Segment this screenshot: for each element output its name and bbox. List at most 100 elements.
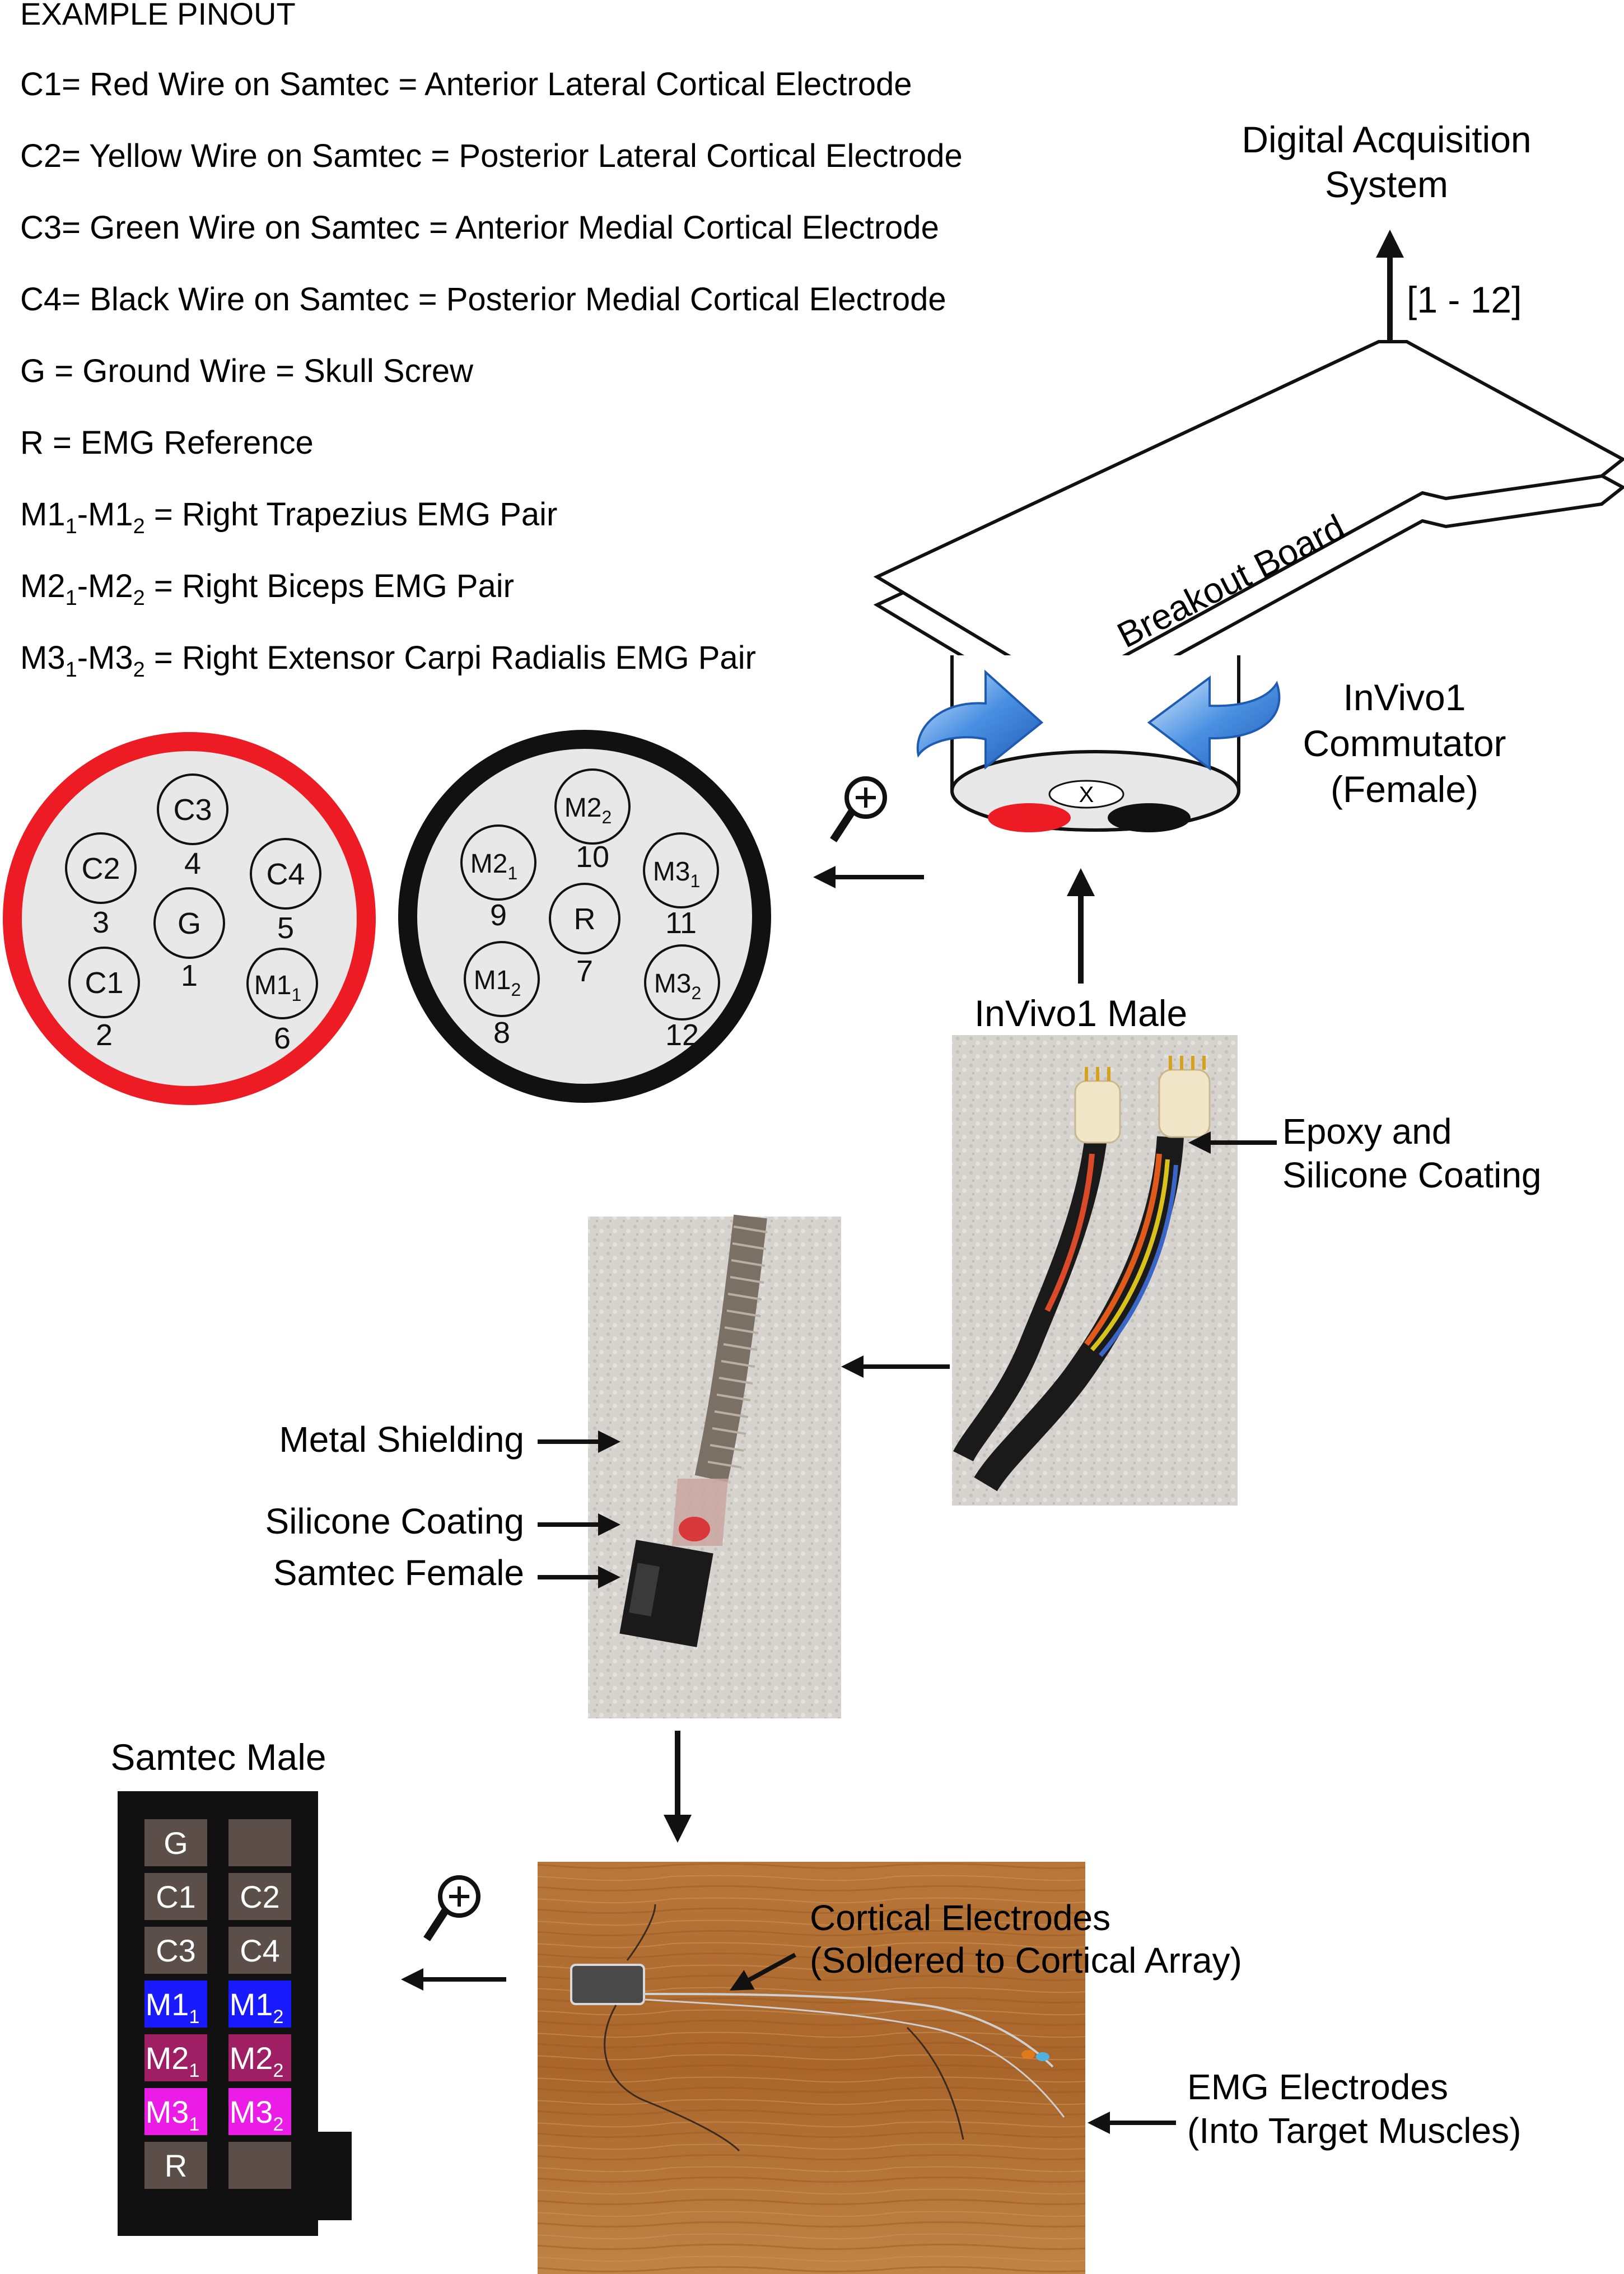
commutator-mark: X <box>1079 782 1094 807</box>
curved-blue-arrow-icon <box>1147 675 1281 771</box>
pin-number: 11 <box>665 906 697 940</box>
commutator-label-line1: InVivo1 <box>1343 677 1466 718</box>
samtec-pin-label: C1 <box>156 1879 196 1914</box>
epoxy-label-line2: Silicone Coating <box>1282 1155 1542 1195</box>
pin-label: M11 <box>254 971 301 1005</box>
pin-subscript: 2 <box>133 658 145 682</box>
pin-label: C1 <box>85 966 123 1000</box>
pinout-legend: EXAMPLE PINOUT C1= Red Wire on Samtec = … <box>20 0 963 682</box>
samtec-female-label: Samtec Female <box>273 1553 524 1593</box>
samtec-pin <box>228 1981 291 2028</box>
samtec-pin <box>228 1927 291 1974</box>
samtec-pin <box>228 2142 291 2189</box>
pin-label: M32 <box>654 969 701 1003</box>
pin-c4 <box>250 838 321 910</box>
commutator: X <box>950 655 1240 832</box>
samtec-male-label: Samtec Male <box>110 1736 326 1778</box>
pin-label: M3 <box>20 640 66 676</box>
samtec-pin-label: M21 <box>146 2040 200 2081</box>
pin-description: = Right Biceps EMG Pair <box>145 568 514 604</box>
pin-number: 4 <box>184 847 201 880</box>
black-port <box>1108 803 1191 832</box>
pin-m1-2 <box>464 941 540 1017</box>
samtec-pin <box>228 1819 291 1866</box>
pin-number: 1 <box>181 959 198 992</box>
connector-black: M22 10 M21 9 M31 11 R 7 M12 8 M32 12 <box>398 730 771 1103</box>
samtec-pin <box>228 2034 291 2081</box>
pin-subscript: 1 <box>66 658 77 682</box>
pin-m1-1 <box>246 948 318 1019</box>
pin-c1 <box>68 947 140 1018</box>
pin-subscript: 2 <box>133 515 145 538</box>
samtec-pin <box>144 2088 207 2135</box>
samtec-pin-label: M31 <box>146 2094 200 2135</box>
pin-label: C3 <box>173 793 212 827</box>
pin-label: G <box>178 907 201 940</box>
pinout-line-c1: C1= Red Wire on Samtec = Anterior Latera… <box>20 66 912 102</box>
pinout-line-c4: C4= Black Wire on Samtec = Posterior Med… <box>20 281 946 318</box>
samtec-pin-label: M11 <box>146 1987 200 2028</box>
daq-label-line1: Digital Acquisition <box>1242 119 1531 160</box>
pinout-heading: EXAMPLE PINOUT <box>20 0 296 31</box>
pin-number: 10 <box>576 840 609 874</box>
pinout-line-reference: R = EMG Reference <box>20 425 314 461</box>
pin-m2-2 <box>554 768 631 845</box>
pin-description: = Right Extensor Carpi Radialis EMG Pair <box>145 640 756 676</box>
cortical-label-line2: (Soldered to Cortical Array) <box>810 1940 1242 1981</box>
pin-g <box>153 887 225 959</box>
samtec-pin <box>144 1873 207 1920</box>
pin-number: 12 <box>665 1018 699 1052</box>
pinout-line-ground: G = Ground Wire = Skull Screw <box>20 353 474 389</box>
pinout-line-m1: M11-M12 = Right Trapezius EMG Pair <box>20 496 557 538</box>
pin-c2 <box>65 832 137 904</box>
pin-number: 7 <box>576 954 593 988</box>
pin-number: 6 <box>274 1022 291 1055</box>
magnifier-zoom-icon <box>423 1875 480 1941</box>
pinout-line-m2: M21-M22 = Right Biceps EMG Pair <box>20 568 514 610</box>
emg-label-line1: EMG Electrodes <box>1187 2067 1448 2107</box>
pin-subscript: 1 <box>66 586 77 610</box>
pin-number: 5 <box>277 911 294 945</box>
samtec-pin <box>144 2034 207 2081</box>
samtec-pin-label: C4 <box>240 1933 280 1968</box>
samtec-pin-label: R <box>165 2148 187 2183</box>
cortical-label-line1: Cortical Electrodes <box>810 1898 1110 1938</box>
arrow-to-cortical-electrodes <box>729 1953 796 1991</box>
invivo-male-photo <box>952 1035 1238 1506</box>
red-port <box>988 803 1071 832</box>
pin-label: M22 <box>564 793 612 827</box>
magnifier-zoom-icon <box>830 776 887 842</box>
samtec-pin-label: M12 <box>230 1987 284 2028</box>
curved-blue-arrow-icon <box>916 669 1044 770</box>
samtec-pin <box>228 2088 291 2135</box>
samtec-pin <box>144 1819 207 1866</box>
commutator-label-line2: Commutator <box>1303 723 1506 764</box>
pin-label: M21 <box>470 849 517 883</box>
silicone-coating-label: Silicone Coating <box>265 1501 525 1541</box>
pin-label: M2 <box>20 568 66 604</box>
metal-shielding-label: Metal Shielding <box>279 1419 524 1460</box>
emg-label-line2: (Into Target Muscles) <box>1187 2110 1521 2151</box>
samtec-pin-label: M32 <box>230 2094 284 2135</box>
pin-subscript: 1 <box>66 515 77 538</box>
pin-m2-1 <box>460 824 536 901</box>
samtec-pin <box>144 2142 207 2189</box>
pinout-line-c3: C3= Green Wire on Samtec = Anterior Medi… <box>20 209 939 246</box>
pin-label: M1 <box>88 496 133 533</box>
samtec-female-photo <box>588 1214 841 1718</box>
pinout-line-c2: C2= Yellow Wire on Samtec = Posterior La… <box>20 138 963 174</box>
pin-number: 2 <box>96 1018 113 1052</box>
invivo-male-label: InVivo1 Male <box>974 992 1187 1034</box>
commutator-label-line3: (Female) <box>1331 768 1478 810</box>
pin-label: M2 <box>88 568 133 604</box>
samtec-pin-label: C2 <box>240 1879 280 1914</box>
electrodes-photo <box>538 1862 1085 2274</box>
pin-number: 3 <box>92 906 109 939</box>
pin-label: R <box>574 902 596 936</box>
pin-m3-2 <box>644 944 720 1020</box>
channel-range-label: [1 - 12] <box>1407 279 1522 320</box>
pin-label: M3 <box>88 640 133 676</box>
